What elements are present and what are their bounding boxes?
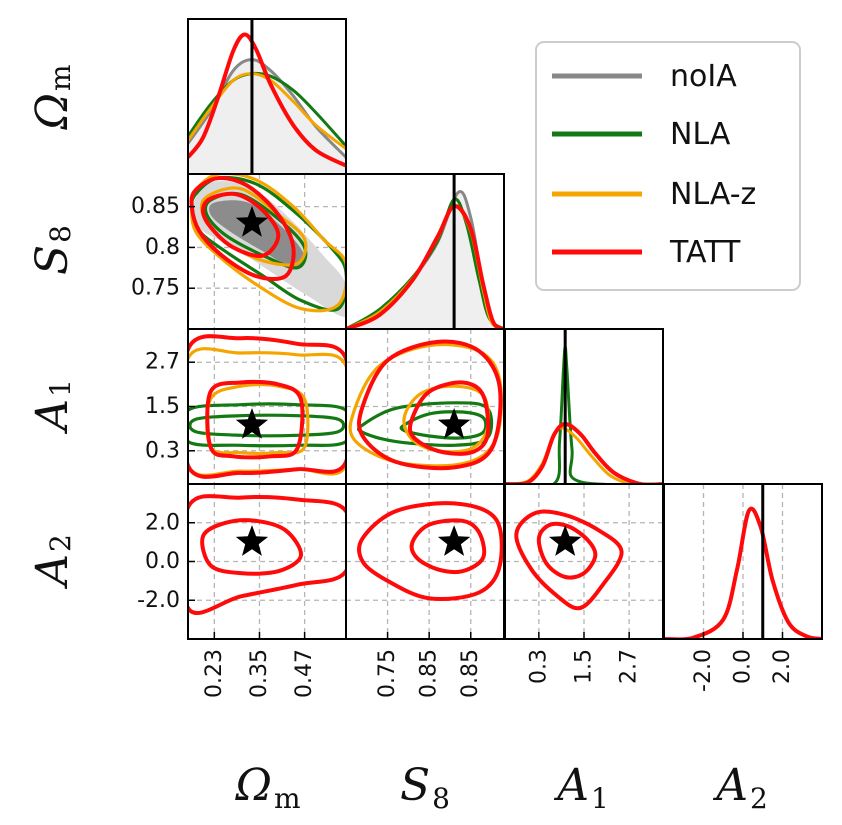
panel-om-a2-background — [188, 484, 346, 639]
panel-s8-a2 — [346, 484, 504, 639]
xtick-label-a2-2: 2.0 — [770, 649, 795, 684]
contour-fill-noia-1-om-s8 — [209, 200, 305, 268]
svg-text:Ωm: Ωm — [27, 64, 78, 130]
x-label-a1: A1 — [553, 760, 609, 815]
panel-a1-a1-background — [505, 329, 663, 484]
contour-tatt-2-s8-a2 — [357, 501, 504, 602]
panel-om-a1 — [188, 329, 346, 484]
truth-star-a1-a2 — [549, 525, 582, 556]
truth-star-om-a2 — [235, 525, 269, 556]
panel-a1-a2-background — [505, 484, 663, 639]
xtick-label-a2-1: 0.0 — [731, 649, 756, 684]
xtick-label-a2-0: -2.0 — [691, 649, 716, 692]
contour-nla-z-1-om-a1 — [205, 382, 310, 455]
x-label-a2: A2 — [712, 760, 768, 815]
legend-label-nla-z: NLA-z — [670, 177, 756, 212]
contour-tatt-1-om-s8 — [200, 191, 281, 259]
y-label-omega-m: Ωm — [27, 64, 78, 130]
panel-a2-a2 — [664, 484, 822, 639]
marginal-nla-om — [188, 71, 346, 148]
ytick-label-s8-0: 0.75 — [131, 276, 180, 301]
ytick-label-a2-0: -2.0 — [137, 588, 180, 613]
xtick-label-s8-0: 0.75 — [375, 649, 400, 698]
panel-s8-s8 — [346, 174, 504, 329]
contour-nla-1-om-a1 — [188, 413, 346, 438]
svg-text:A1: A1 — [27, 379, 78, 435]
svg-text:S8: S8 — [27, 225, 78, 275]
y-label-a1: A1 — [27, 379, 78, 435]
marginal-fill-noia-s8 — [346, 191, 504, 329]
legend-label-noia: noIA — [670, 59, 737, 94]
xtick-label-a1-0: 0.3 — [526, 649, 551, 684]
y-label-a2: A2 — [27, 534, 78, 590]
marginal-tatt-om — [188, 32, 346, 168]
panel-a1-a1 — [505, 329, 663, 484]
xtick-label-om-1: 0.35 — [247, 649, 272, 698]
ytick-label-a1-2: 2.7 — [145, 350, 180, 375]
legend-box — [535, 41, 801, 291]
legend: noIA NLA NLA-z TATT — [535, 41, 801, 291]
contour-tatt-1-a1-a2 — [536, 521, 598, 580]
contour-tatt-1-om-a1 — [205, 379, 305, 460]
xtick-label-om-0: 0.23 — [202, 649, 227, 698]
panel-a1-a2 — [505, 484, 663, 639]
xtick-label-s8-1: 0.85 — [417, 649, 442, 698]
tick-labels-layer: 0.75 0.8 0.85 0.3 1.5 2.7 -2.0 0.0 2.0 0.23 0.35 0.… — [131, 194, 795, 698]
contour-nla-2-om-a1 — [188, 402, 346, 448]
contour-tatt-2-s8-a1 — [357, 339, 503, 471]
truth-star-s8-a1 — [437, 408, 471, 439]
panel-s8-a1 — [346, 329, 504, 484]
truth-star-om-a1 — [235, 408, 269, 439]
contour-tatt-2-om-s8 — [189, 175, 296, 282]
ytick-label-a2-1: 0.0 — [145, 549, 180, 574]
x-label-s8: S8 — [400, 760, 450, 815]
truth-star-s8-a2 — [437, 525, 471, 556]
ytick-label-a1-1: 1.5 — [145, 394, 180, 419]
contour-nla-z-2-om-s8 — [190, 174, 346, 313]
panel-a2-a2-background — [664, 484, 822, 639]
contour-tatt-1-om-a2 — [200, 518, 303, 576]
panels-layer — [187, 18, 823, 640]
xtick-label-a1-2: 2.7 — [617, 649, 642, 684]
marginal-tatt-a2 — [664, 506, 822, 639]
ytick-label-s8-2: 0.85 — [131, 194, 180, 219]
ytick-label-a1-0: 0.3 — [145, 438, 180, 463]
contour-tatt-1-s8-a1 — [407, 380, 491, 456]
xtick-label-a1-1: 1.5 — [572, 649, 597, 684]
marginal-nla-z-om — [188, 72, 346, 151]
truth-star-om-s8 — [235, 205, 269, 237]
xtick-label-om-2: 0.47 — [292, 649, 317, 698]
panel-om-s8 — [188, 174, 346, 329]
x-label-omega-m: Ωm — [234, 760, 300, 815]
legend-label-nla: NLA — [670, 117, 731, 152]
marginal-tatt-a1 — [505, 422, 663, 484]
xtick-label-s8-2: 0.85 — [458, 649, 483, 698]
panel-om-om — [188, 19, 346, 174]
ytick-label-a2-2: 2.0 — [145, 510, 180, 535]
ytick-label-s8-1: 0.8 — [145, 235, 180, 260]
legend-label-tatt: TATT — [669, 235, 741, 270]
y-label-s8: S8 — [27, 225, 78, 275]
contour-tatt-1-s8-a2 — [409, 518, 487, 575]
svg-text:A2: A2 — [27, 534, 78, 590]
contour-tatt-2-a1-a2 — [514, 509, 624, 611]
